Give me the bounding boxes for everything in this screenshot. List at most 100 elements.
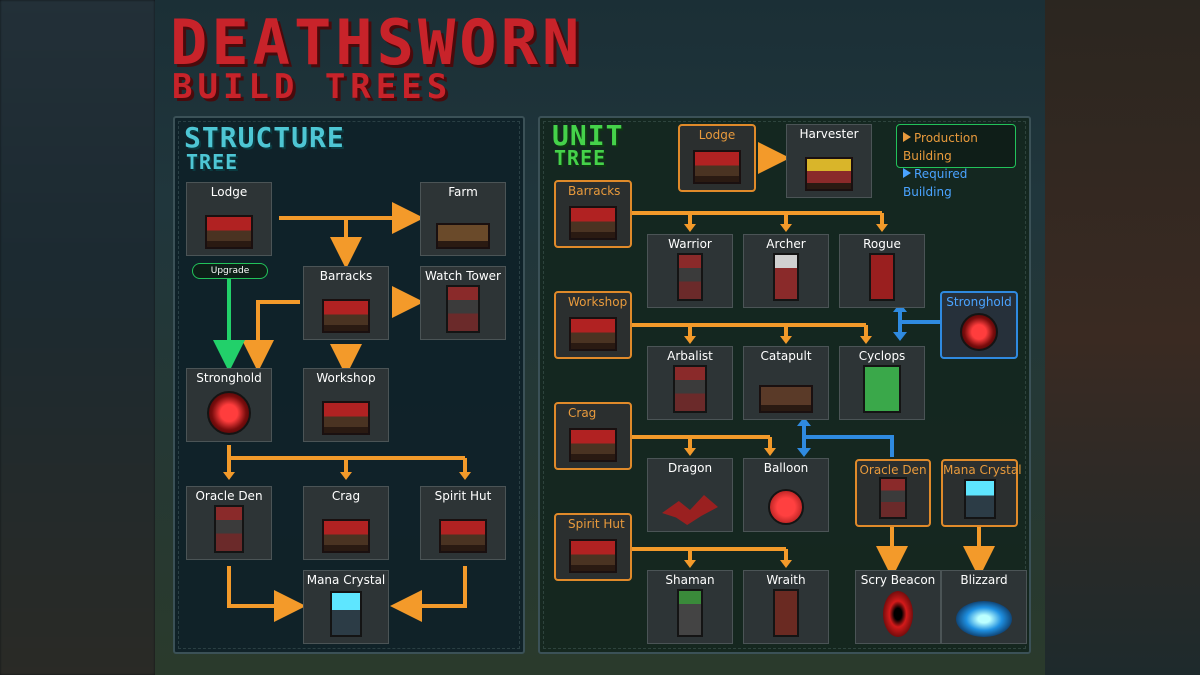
node-label: Oracle Den: [195, 489, 263, 503]
unit-node-shaman[interactable]: Shaman: [647, 570, 733, 644]
unit-node-arbalist[interactable]: Arbalist: [647, 346, 733, 420]
node-label: Catapult: [760, 349, 812, 363]
node-label: Arbalist: [667, 349, 713, 363]
node-label: Spirit Hut: [568, 517, 625, 531]
oracle-den-icon: [879, 477, 907, 519]
node-label: Warrior: [668, 237, 712, 251]
arbalist-icon: [673, 365, 707, 413]
wraith-icon: [773, 589, 799, 637]
node-label: Cyclops: [858, 349, 906, 363]
unit-building-stronghold[interactable]: Stronghold: [940, 291, 1018, 359]
node-label: Stronghold: [946, 295, 1012, 309]
structure-node-watch-tower[interactable]: Watch Tower: [420, 266, 506, 340]
structure-node-spirit-hut[interactable]: Spirit Hut: [420, 486, 506, 560]
structure-node-barracks[interactable]: Barracks: [303, 266, 389, 340]
unit-tree-subtitle: TREE: [554, 146, 607, 170]
lodge-icon: [205, 215, 253, 249]
barracks-icon: [569, 206, 617, 240]
barracks-icon: [322, 299, 370, 333]
unit-node-harvester[interactable]: Harvester: [786, 124, 872, 198]
node-label: Shaman: [665, 573, 715, 587]
workshop-icon: [322, 401, 370, 435]
rogue-icon: [869, 253, 895, 301]
archer-icon: [773, 253, 799, 301]
unit-building-mana-crystal[interactable]: Mana Crystal: [941, 459, 1022, 527]
workshop-icon: [569, 317, 617, 351]
background-right: [1045, 0, 1200, 675]
structure-node-crag[interactable]: Crag: [303, 486, 389, 560]
unit-node-balloon[interactable]: Balloon: [743, 458, 829, 532]
structure-tree-subtitle: TREE: [186, 150, 239, 174]
unit-node-scry-beacon[interactable]: Scry Beacon: [855, 570, 941, 644]
warrior-icon: [677, 253, 703, 301]
crag-icon: [569, 428, 617, 462]
cyclops-icon: [863, 365, 901, 413]
unit-building-lodge[interactable]: Lodge: [678, 124, 756, 192]
node-label: Mana Crystal: [943, 463, 1022, 477]
unit-tree-title: UNIT: [552, 119, 624, 152]
node-label: Balloon: [763, 461, 809, 475]
unit-node-wraith[interactable]: Wraith: [743, 570, 829, 644]
harvester-icon: [805, 157, 853, 191]
structure-node-lodge[interactable]: Lodge: [186, 182, 272, 256]
node-label: Archer: [766, 237, 806, 251]
structure-node-mana-crystal[interactable]: Mana Crystal: [303, 570, 389, 644]
node-label: Blizzard: [960, 573, 1008, 587]
unit-building-oracle-den[interactable]: Oracle Den: [855, 459, 931, 527]
node-label: Spirit Hut: [434, 489, 492, 503]
node-label: Oracle Den: [859, 463, 927, 477]
spirit-hut-icon: [439, 519, 487, 553]
catapult-icon: [759, 385, 813, 413]
node-label: Wraith: [766, 573, 806, 587]
unit-node-warrior[interactable]: Warrior: [647, 234, 733, 308]
watch-tower-icon: [446, 285, 480, 333]
unit-node-blizzard[interactable]: Blizzard: [941, 570, 1027, 644]
unit-node-archer[interactable]: Archer: [743, 234, 829, 308]
structure-node-stronghold[interactable]: Stronghold: [186, 368, 272, 442]
node-label: Scry Beacon: [860, 573, 936, 587]
unit-building-spirit-hut[interactable]: Spirit Hut: [554, 513, 632, 581]
main-title: DEATHSWORN: [170, 6, 584, 79]
unit-building-workshop[interactable]: Workshop: [554, 291, 632, 359]
oracle-den-icon: [214, 505, 244, 553]
triangle-icon: [903, 132, 911, 142]
node-label: Crag: [331, 489, 361, 503]
unit-building-crag[interactable]: Crag: [554, 402, 632, 470]
legend-production-label: Production Building: [903, 131, 978, 163]
unit-node-dragon[interactable]: Dragon: [647, 458, 733, 532]
unit-node-rogue[interactable]: Rogue: [839, 234, 925, 308]
blizzard-icon: [956, 601, 1012, 637]
legend-required-label: Required Building: [903, 167, 968, 199]
node-label: Harvester: [799, 127, 859, 141]
structure-node-oracle-den[interactable]: Oracle Den: [186, 486, 272, 560]
legend-production: Production Building: [903, 129, 1009, 165]
stronghold-icon: [960, 313, 998, 351]
structure-node-farm[interactable]: Farm: [420, 182, 506, 256]
triangle-icon: [903, 168, 911, 178]
mana-crystal-icon: [963, 479, 996, 519]
node-label: Crag: [568, 406, 597, 420]
node-label: Mana Crystal: [306, 573, 386, 587]
farm-icon: [436, 223, 490, 249]
node-label: Lodge: [698, 128, 736, 142]
unit-building-barracks[interactable]: Barracks: [554, 180, 632, 248]
upgrade-badge: Upgrade: [192, 263, 268, 279]
scry-beacon-icon: [883, 591, 913, 637]
node-label: Watch Tower: [425, 269, 501, 283]
unit-node-catapult[interactable]: Catapult: [743, 346, 829, 420]
balloon-icon: [768, 489, 804, 525]
stronghold-icon: [207, 391, 251, 435]
lodge-icon: [693, 150, 741, 184]
structure-node-workshop[interactable]: Workshop: [303, 368, 389, 442]
structure-tree-title: STRUCTURE: [184, 121, 345, 154]
crag-icon: [322, 519, 370, 553]
background-left: [0, 0, 155, 675]
dragon-icon: [662, 495, 718, 525]
shaman-icon: [677, 589, 703, 637]
main-subtitle: BUILD TREES: [172, 67, 453, 107]
node-label: Lodge: [210, 185, 248, 199]
node-label: Barracks: [319, 269, 373, 283]
node-label: Workshop: [316, 371, 376, 385]
unit-node-cyclops[interactable]: Cyclops: [839, 346, 925, 420]
legend-required: Required Building: [903, 165, 1009, 201]
